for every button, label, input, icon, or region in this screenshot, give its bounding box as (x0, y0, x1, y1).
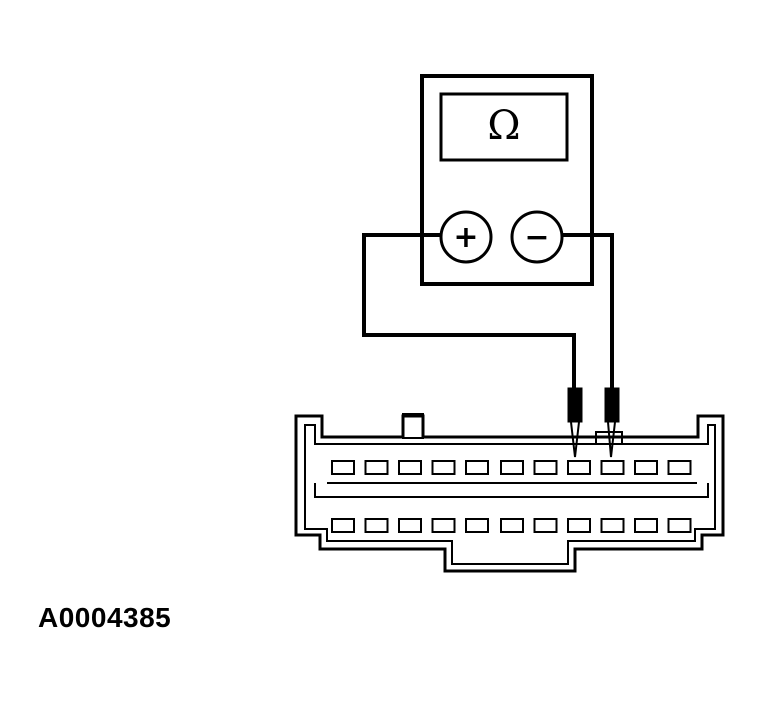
meter-body (420, 74, 594, 286)
bottom-pin-8 (567, 518, 591, 533)
top-pin-7 (533, 460, 558, 475)
connector-housing-outer (294, 414, 725, 573)
top-pin-9 (600, 460, 625, 475)
connector-housing-inner (304, 424, 716, 565)
bottom-pin-4 (431, 518, 456, 533)
positive-lead (362, 233, 576, 390)
top-pin-2 (364, 460, 389, 475)
ohm-symbol: Ω (487, 103, 520, 149)
bottom-pin-7 (533, 518, 558, 533)
bottom-pin-5 (465, 518, 489, 533)
top-pin-4 (431, 460, 456, 475)
meter-display (439, 92, 569, 162)
bottom-pin-3 (398, 518, 422, 533)
test-leads (362, 233, 614, 390)
top-pin-3 (398, 460, 422, 475)
connector-probe-guide (595, 431, 623, 444)
top-pin-1 (331, 460, 355, 475)
negative-terminal-label: − (524, 220, 549, 255)
positive-terminal-label: + (453, 220, 478, 255)
top-pin-5 (465, 460, 489, 475)
bottom-pin-6 (500, 518, 524, 533)
top-pin-6 (500, 460, 524, 475)
negative-lead (562, 233, 614, 390)
bottom-pin-2 (364, 518, 389, 533)
top-pin-11 (667, 460, 692, 475)
connector-pin-row-top (331, 460, 692, 475)
bottom-pin-11 (667, 518, 692, 533)
bottom-pin-10 (634, 518, 658, 533)
connector-latch (402, 413, 424, 439)
positive-probe (567, 387, 583, 423)
bottom-pin-9 (600, 518, 625, 533)
connector-row-divider (314, 483, 709, 498)
connector (294, 413, 725, 573)
top-pin-10 (634, 460, 658, 475)
negative-probe-tip (607, 421, 616, 458)
top-pin-8 (567, 460, 591, 475)
positive-probe-tip (570, 421, 580, 458)
figure-id: A0004385 (38, 602, 172, 633)
probes (567, 387, 620, 458)
negative-probe (604, 387, 620, 423)
connector-pin-row-bottom (331, 518, 692, 533)
bottom-pin-1 (331, 518, 355, 533)
